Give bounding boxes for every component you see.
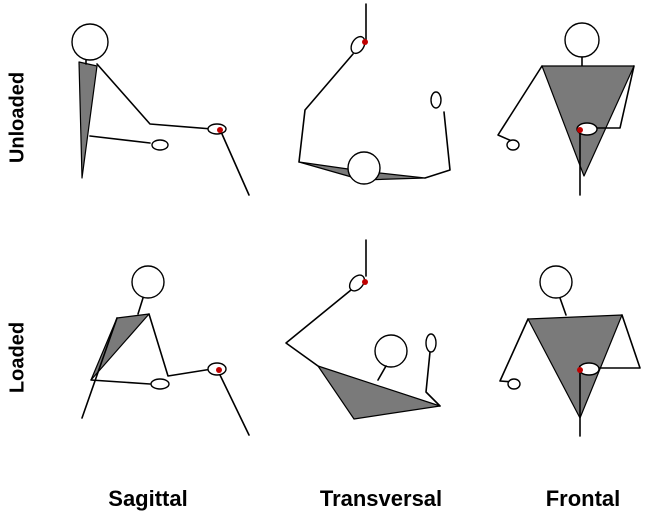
upper-arm-line bbox=[97, 64, 212, 129]
neck-line bbox=[378, 366, 386, 380]
trunk-shape bbox=[318, 366, 440, 419]
left-hand-ellipse bbox=[507, 140, 519, 150]
figure-loaded-frontal bbox=[500, 266, 640, 436]
column-label-transversal: Transversal bbox=[320, 486, 442, 512]
left-hand-ellipse bbox=[151, 379, 169, 389]
figure-unloaded-transversal bbox=[299, 4, 450, 184]
right-arm-line bbox=[426, 352, 440, 406]
head-circle bbox=[565, 23, 599, 57]
sensor-marker bbox=[362, 39, 368, 45]
head-circle bbox=[540, 266, 572, 298]
head-circle bbox=[72, 24, 108, 60]
neck-line bbox=[560, 298, 566, 315]
back-line bbox=[82, 318, 117, 418]
row-label-loaded: Loaded bbox=[7, 308, 30, 408]
tool-line bbox=[222, 134, 249, 195]
trunk-shape bbox=[528, 315, 622, 418]
left-hand-ellipse bbox=[152, 140, 168, 150]
right-arm-line bbox=[425, 112, 450, 178]
figure-unloaded-frontal bbox=[498, 23, 634, 195]
column-label-sagittal: Sagittal bbox=[108, 486, 187, 512]
right-hand-ellipse bbox=[431, 92, 441, 108]
left-arm-line bbox=[500, 319, 528, 382]
figure-loaded-sagittal bbox=[82, 266, 249, 435]
left-hand-ellipse bbox=[508, 379, 520, 389]
row-label-unloaded: Unloaded bbox=[7, 68, 30, 168]
left-arm-line bbox=[498, 66, 542, 142]
left-arm-line bbox=[299, 54, 353, 162]
left-arm-line bbox=[286, 290, 351, 366]
sensor-marker bbox=[217, 127, 223, 133]
forearm-line bbox=[91, 380, 150, 384]
trunk-shape bbox=[79, 62, 97, 178]
column-label-frontal: Frontal bbox=[546, 486, 621, 512]
head-circle bbox=[348, 152, 380, 184]
tool-line bbox=[220, 375, 249, 435]
right-hand-ellipse bbox=[208, 124, 226, 134]
trunk-shape bbox=[542, 66, 634, 176]
sensor-marker bbox=[577, 367, 583, 373]
sensor-marker bbox=[577, 127, 583, 133]
head-circle bbox=[375, 335, 407, 367]
head-circle bbox=[132, 266, 164, 298]
figure-unloaded-sagittal bbox=[72, 24, 249, 195]
neck-line bbox=[138, 298, 143, 314]
right-hand-ellipse bbox=[426, 334, 436, 352]
forearm-line bbox=[90, 136, 150, 143]
figure-loaded-transversal bbox=[286, 240, 440, 419]
top-hand-ellipse bbox=[348, 34, 367, 56]
trunk-shape bbox=[91, 314, 149, 380]
sensor-marker bbox=[362, 279, 368, 285]
sensor-marker bbox=[216, 367, 222, 373]
upper-arm-line bbox=[149, 314, 212, 376]
